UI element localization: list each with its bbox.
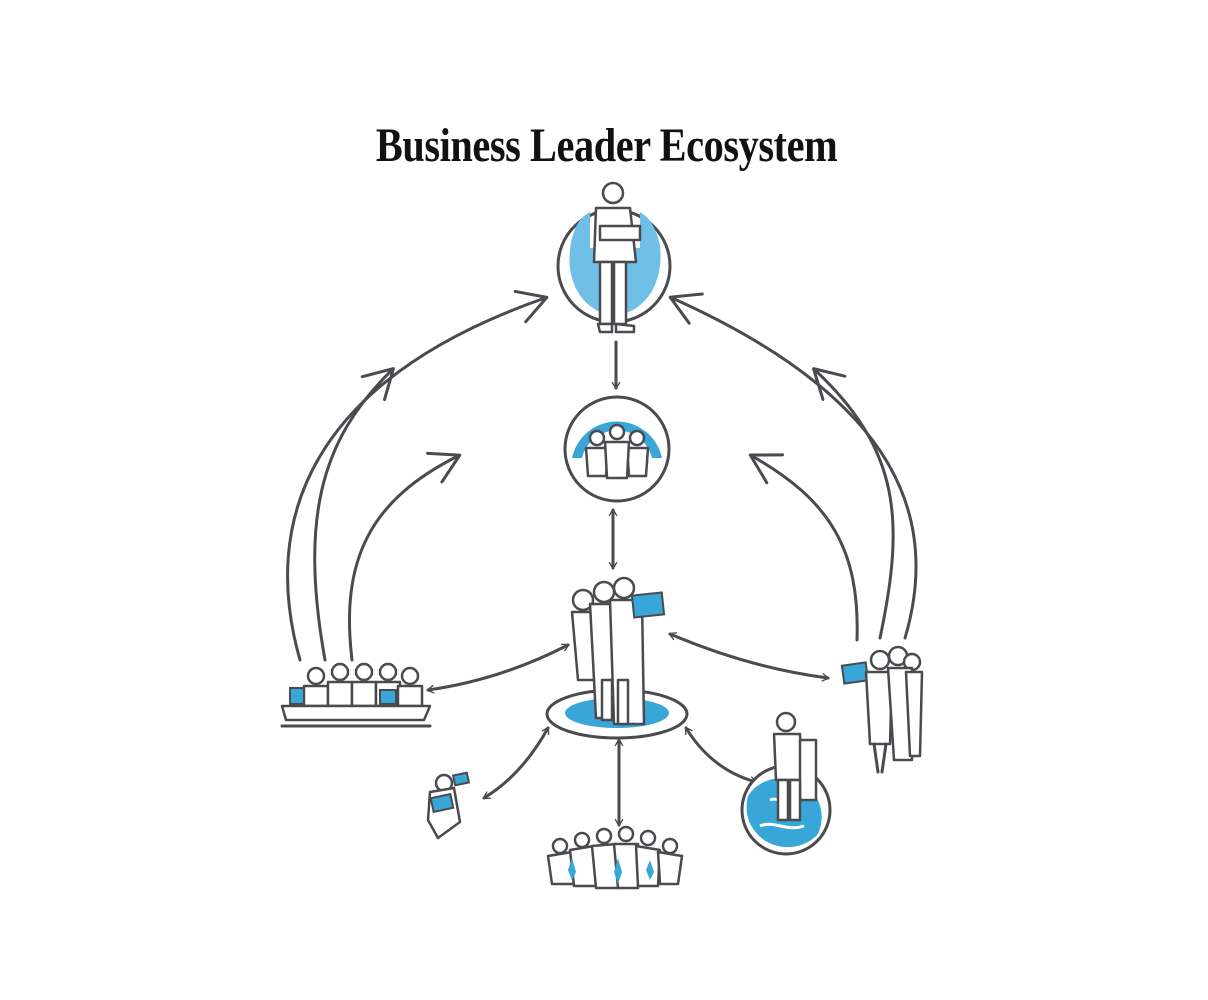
individual-icon xyxy=(426,771,471,840)
arrow-group-to-individual xyxy=(482,726,550,800)
central-team-icon xyxy=(545,576,689,740)
leader-icon xyxy=(556,181,672,334)
diagram-title: Business Leader Ecosystem xyxy=(375,119,838,172)
arrow-left-middle xyxy=(313,367,395,662)
arrow-left-outer xyxy=(286,289,549,662)
arrow-group-to-board xyxy=(426,643,570,694)
arrow-right-outer xyxy=(668,292,918,640)
arrow-group-to-customers xyxy=(668,632,830,682)
arrow-left-inner xyxy=(348,451,462,662)
arrow-group-to-world xyxy=(684,726,758,785)
customers-icon xyxy=(840,645,924,774)
board-meeting-icon xyxy=(280,662,432,728)
arrow-right-inner xyxy=(748,453,859,642)
workforce-icon xyxy=(546,825,684,890)
arrow-right-middle xyxy=(812,367,895,640)
global-market-icon xyxy=(740,711,832,856)
leadership-team-icon xyxy=(563,395,671,503)
